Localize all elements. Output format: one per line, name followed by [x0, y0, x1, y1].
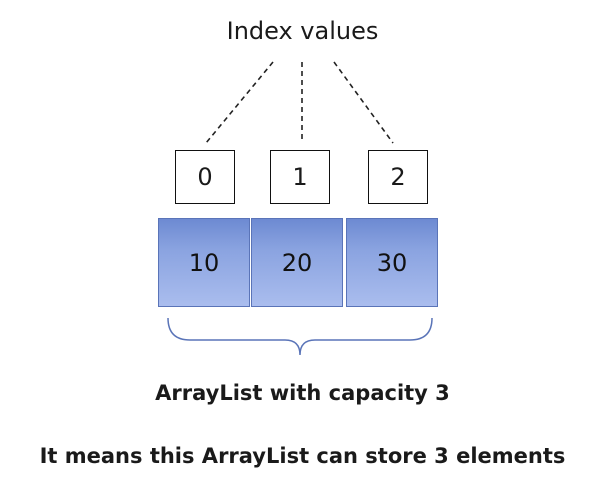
capacity-caption: ArrayList with capacity 3 [155, 381, 450, 405]
index-box-2: 2 [368, 150, 428, 204]
array-value-0: 10 [188, 248, 220, 277]
array-cell-2: 30 [346, 218, 438, 307]
index-box-0: 0 [175, 150, 235, 204]
array-value-1: 20 [281, 248, 313, 277]
array-cell-0: 10 [158, 218, 250, 307]
index-values-title: Index values [226, 17, 379, 45]
connector-line-2 [333, 61, 394, 144]
index-label-2: 2 [390, 163, 406, 191]
index-label-1: 1 [292, 163, 308, 191]
array-value-2: 30 [376, 248, 408, 277]
array-cell-1: 20 [251, 218, 343, 307]
index-label-0: 0 [197, 163, 213, 191]
meaning-caption: It means this ArrayList can store 3 elem… [39, 444, 566, 468]
index-box-1: 1 [270, 150, 330, 204]
